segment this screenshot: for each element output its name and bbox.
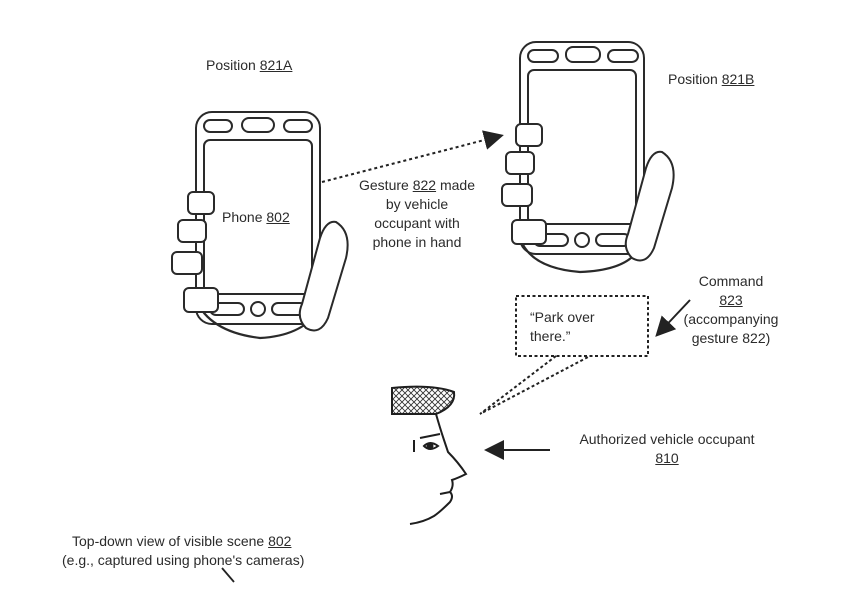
speech-bubble	[515, 295, 649, 357]
phone-body-left	[195, 111, 321, 325]
ref-821b: 821B	[721, 71, 755, 87]
ref-822: 822	[412, 177, 437, 193]
speaker-slot-left-1	[203, 119, 233, 133]
finger-right-3	[501, 183, 533, 207]
home-button-right	[574, 232, 590, 248]
speaker-slot-right-3	[607, 49, 639, 63]
phone-screen-right	[527, 69, 637, 225]
speaker-slot-left-3	[283, 119, 313, 133]
finger-left-2	[177, 219, 207, 243]
thumb-right	[624, 150, 675, 262]
finger-right-4	[511, 219, 547, 245]
position-821b-label: Position 821B	[668, 71, 755, 87]
leader-tick	[221, 567, 235, 583]
speaker-slot-right-1	[527, 49, 559, 63]
command-arrow	[655, 299, 691, 337]
ref-823: 823	[719, 292, 743, 308]
speaker-slot-left-2	[241, 117, 275, 133]
brow	[419, 433, 441, 439]
finger-left-4	[183, 287, 219, 313]
face-profile	[409, 413, 468, 525]
speech-text: “Park over there.”	[530, 309, 595, 344]
thumb-left	[298, 220, 349, 332]
ref-810: 810	[655, 450, 679, 466]
position-821a-label: Position 821A	[206, 57, 293, 73]
phone-802-label: Phone 802	[222, 209, 290, 225]
pupil	[426, 442, 434, 450]
command-823-label: Command 823 (accompanying gesture 822)	[668, 272, 794, 348]
gesture-arrow	[321, 130, 504, 183]
phone-screen-left	[203, 139, 313, 295]
occupant-810-label: Authorized vehicle occupant 810	[562, 430, 772, 468]
gesture-822-label: Gesture 822 made by vehicle occupant wit…	[359, 177, 475, 250]
finger-right-2	[505, 151, 535, 175]
occupant-head	[391, 385, 468, 525]
finger-left-3	[171, 251, 203, 275]
phone-body-right	[519, 41, 645, 255]
phone-821a	[171, 111, 349, 340]
ref-821a: 821A	[259, 57, 293, 73]
phone-821b	[501, 41, 675, 274]
speaker-slot-right-2	[565, 46, 601, 63]
ref-802-phone: 802	[266, 209, 290, 225]
ref-802-scene: 802	[268, 533, 292, 549]
finger-right-1	[515, 123, 543, 147]
topdown-view-label: Top-down view of visible scene 802 (e.g.…	[62, 533, 305, 568]
finger-left-1	[187, 191, 215, 215]
home-button-left	[250, 301, 266, 317]
mouth-line	[439, 491, 451, 495]
cap-icon	[391, 385, 456, 415]
speech-bubble-tail	[479, 355, 591, 415]
